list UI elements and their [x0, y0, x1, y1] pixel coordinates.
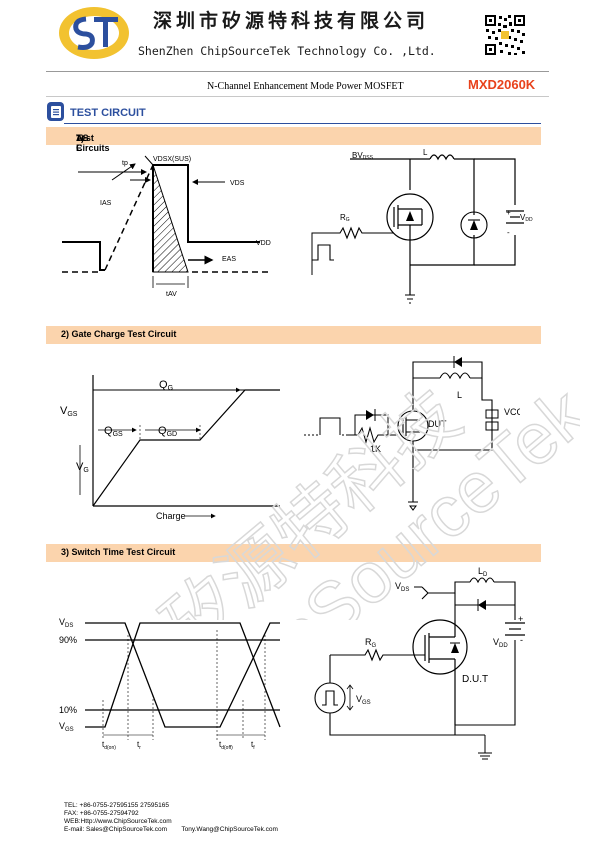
- minus-label: -: [507, 228, 510, 237]
- r1k-label: 1K: [370, 444, 381, 454]
- section-underline: [64, 123, 541, 124]
- p90-label: 90%: [59, 635, 77, 645]
- subsection-gate-charge-title: 2) Gate Charge Test Circuit: [61, 329, 177, 339]
- section-title: TEST CIRCUIT: [70, 107, 146, 119]
- vdd-label: VDD: [520, 213, 533, 223]
- vds-label: VDS: [230, 180, 245, 187]
- gate-charge-waveform: QG VGS QGS QGD VG Charge: [60, 375, 280, 521]
- footer-web[interactable]: WEB:Http://www.ChipSourceTek.com: [64, 818, 172, 825]
- gate-charge-circuit: L VCC DUT 1K: [304, 356, 520, 511]
- footer-email[interactable]: E-mail: Sales@ChipSourceTek.com Tony.Wan…: [64, 826, 278, 833]
- document-title: N-Channel Enhancement Mode Power MOSFET: [207, 81, 404, 92]
- footer-contact: TEL: +86-0755-27595155 27595165 FAX: +86…: [64, 802, 278, 834]
- vg-label: VG: [76, 461, 89, 474]
- eas-waveform-diagram: tp VDSX(SUS) VDS IAS VDD EAS tAV: [62, 155, 271, 298]
- subsection-switch-time-title: 3) Switch Time Test Circuit: [61, 547, 176, 557]
- ld-label: LD: [478, 566, 488, 578]
- plus-label: +: [506, 208, 511, 217]
- qg-label: QG: [159, 379, 173, 392]
- charge-label: Charge: [156, 511, 186, 521]
- company-name-en: ShenZhen ChipSourceTek Technology Co. ,L…: [138, 44, 436, 58]
- vgs-label: VGS: [59, 721, 74, 733]
- plus-label: +: [518, 614, 523, 624]
- switch-time-waveform: VDS 90% 10% VGS td(on) tr td(off) tf: [59, 617, 281, 751]
- tf-label: tf: [251, 740, 255, 751]
- vds-label: VDS: [59, 617, 73, 629]
- qgs-label: QGS: [104, 425, 123, 438]
- eas-label: EAS: [222, 256, 236, 263]
- rg-label: RG: [365, 637, 377, 649]
- rg-label: RG: [340, 213, 350, 223]
- vcc-label: VCC: [504, 407, 520, 417]
- company-name-cn: 深圳市矽源特科技有限公司: [153, 10, 430, 32]
- part-number: MXD2060K: [468, 77, 536, 92]
- company-logo: [59, 7, 129, 59]
- footer-fax: FAX: +86-0755-27594792: [64, 810, 139, 817]
- title-rule: [46, 96, 549, 97]
- vdd-label: VDD: [493, 637, 508, 649]
- vdd-label: VDD: [256, 240, 271, 247]
- l-label: L: [423, 148, 428, 157]
- eas-test-circuit: BVDSS L RG + VDD -: [311, 148, 533, 304]
- vgs-label: VGS: [60, 405, 78, 418]
- p10-label: 10%: [59, 705, 77, 715]
- l-label: L: [457, 390, 462, 400]
- subsection-bar-switch-time: 3) Switch Time Test Circuit: [46, 544, 541, 562]
- vdsx-label: VDSX(SUS): [153, 156, 191, 163]
- tdoff-label: td(off): [219, 740, 233, 751]
- tav-label: tAV: [166, 291, 177, 298]
- qr-code: [484, 14, 526, 56]
- switch-time-circuit: VDS LD RG + VDD - VGS D.U.T: [314, 566, 525, 760]
- bvdss-label: BVDSS: [352, 151, 374, 161]
- tp-label: tp: [122, 160, 128, 167]
- subsection-bar-gate-charge: 2) Gate Charge Test Circuit: [46, 326, 541, 344]
- tdon-label: td(on): [102, 740, 116, 751]
- tr-label: tr: [137, 740, 141, 751]
- vgs-label: VGS: [356, 694, 371, 706]
- qgd-label: QGD: [158, 425, 177, 438]
- vds-label: VDS: [395, 581, 409, 593]
- header-rule: [46, 71, 549, 72]
- ias-label: IAS: [100, 200, 112, 207]
- dut-label: DUT: [428, 419, 447, 429]
- dut-label: D.U.T: [462, 674, 488, 685]
- document-icon: [47, 102, 64, 121]
- footer-tel: TEL: +86-0755-27595155 27595165: [64, 802, 169, 809]
- minus-label: -: [520, 635, 523, 645]
